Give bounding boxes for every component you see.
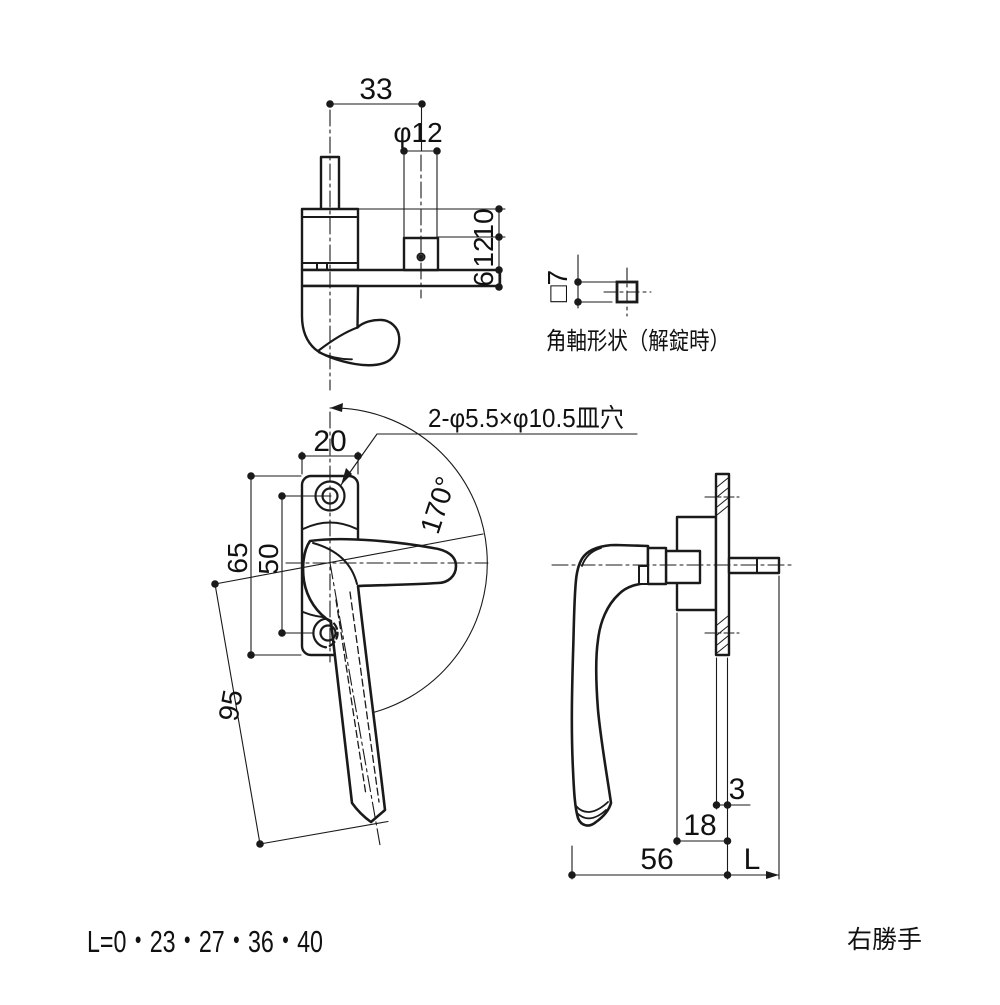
dim-50: 50 [253,543,284,574]
handedness: 右勝手 [847,926,922,954]
side-notch [638,565,649,585]
top-view [300,100,506,391]
dim-L: L [744,843,761,876]
side-boss [664,549,702,585]
l-dim-arrow [766,871,779,879]
hole-note: 2-φ5.5×φ10.5皿穴 [428,403,624,433]
dim-65: 65 [222,542,253,573]
side-view [551,472,793,880]
dim-3: 3 [729,773,746,806]
shaft-detail [574,254,652,317]
side-handle-cap1 [575,801,609,813]
side-handle-cap2 [576,809,607,820]
dim-95: 95 [213,687,249,723]
side-dim-dots [568,801,732,879]
hole-note-leader [340,433,638,486]
side-plate-hatch [716,477,729,654]
side-dims [571,575,780,880]
shaft-detail-dots [574,278,582,306]
shaft-caption: 角軸形状（解錠時） [546,328,730,355]
dim-6: 6 [468,271,499,287]
latch-hook [300,284,401,367]
front-view [211,403,638,848]
rotation-arc [329,407,488,717]
shaft-detail-centerlines [603,267,652,317]
front-handle-hub-edge [312,542,358,585]
front-dim-dots [211,452,362,848]
dim-20: 20 [313,425,346,458]
dim-phi12: φ12 [393,117,442,148]
side-collar [646,546,668,586]
dim-56: 56 [640,843,673,876]
leader-arrow [341,468,352,485]
side-handle [570,543,650,827]
arc-arrow [330,403,343,412]
front-dims [214,451,484,845]
side-handle-crease [581,547,602,567]
dim-33: 33 [359,73,392,106]
top-view-dims [329,103,506,288]
dim-18: 18 [683,809,716,842]
dim-10: 10 [468,208,499,239]
length-variants: L=0・23・27・36・40 [87,924,323,959]
front-handle-hidden [335,591,380,803]
top-view-centerlines [329,109,422,391]
dim-square7: □7 [542,270,573,302]
side-hole-centerlines [704,496,740,634]
top-view-dim-dots [326,100,503,291]
front-centerlines [285,411,489,846]
dim-12: 12 [468,236,499,267]
